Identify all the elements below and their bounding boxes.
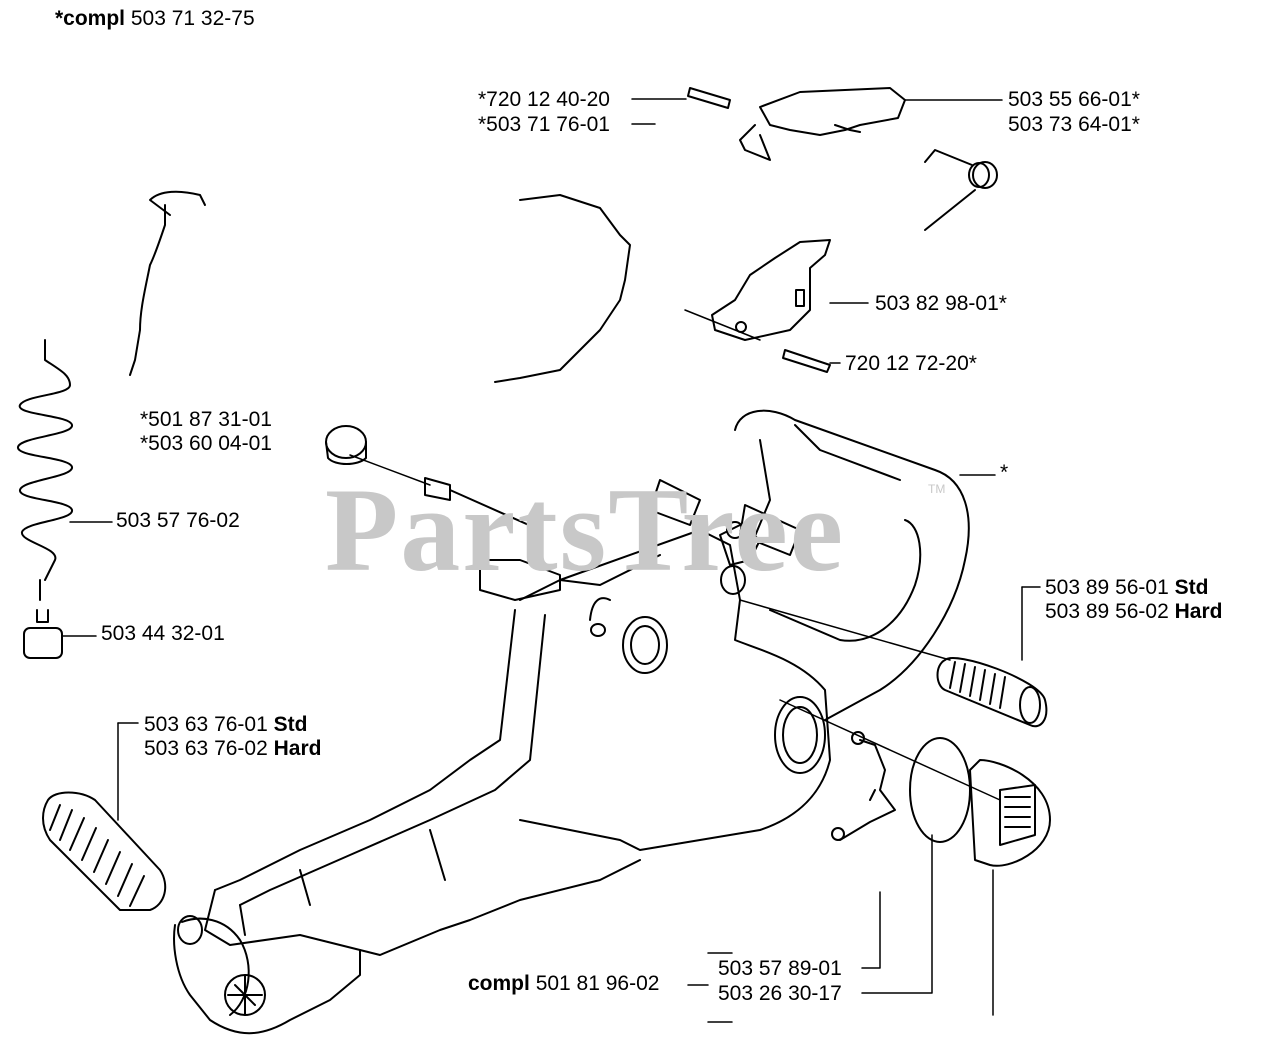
- tank-housing: [173, 409, 970, 1035]
- pin-720-12-72-20: [782, 349, 831, 373]
- label-503-55-66-01: 503 55 66-01*: [1008, 88, 1140, 111]
- label-503-63-76-01-suffix: Std: [273, 713, 308, 736]
- trigger-spring-part: [924, 149, 998, 231]
- leader-lines: [61, 98, 1041, 1023]
- header-prefix: *compl: [55, 7, 126, 30]
- label-503-89-56-02: 503 89 56-02 Hard: [1045, 600, 1222, 624]
- av-spring-front-part: [42, 791, 203, 945]
- label-compl-501-81-96-02: compl 501 81 96-02: [468, 972, 659, 996]
- label-720-12-72-20: 720 12 72-20*: [845, 352, 977, 375]
- label-compl-number: 501 81 96-02: [535, 972, 660, 995]
- header-number: 503 71 32-75: [130, 7, 255, 30]
- throttle-cable-part: [129, 190, 631, 383]
- label-503-60-04-01: *503 60 04-01: [140, 432, 272, 455]
- label-720-12-40-20: *720 12 40-20: [478, 88, 610, 111]
- watermark-tm: TM: [928, 482, 946, 496]
- header-title: *compl 503 71 32-75: [55, 7, 255, 31]
- label-503-89-56-01-number: 503 89 56-01: [1045, 576, 1169, 599]
- label-503-57-89-01: 503 57 89-01: [718, 957, 842, 980]
- bolt-part: [424, 477, 541, 531]
- label-503-89-56-02-suffix: Hard: [1174, 600, 1223, 623]
- label-503-26-30-17: 503 26 30-17: [718, 982, 842, 1005]
- label-503-63-76-01-number: 503 63 76-01: [144, 713, 268, 736]
- fuel-filter-part: [23, 609, 63, 659]
- label-star: *: [1000, 461, 1009, 484]
- label-501-87-31-01: *501 87 31-01: [140, 408, 272, 431]
- label-503-89-56-02-number: 503 89 56-02: [1045, 600, 1169, 623]
- oil-hose-coil-part: [17, 339, 73, 601]
- label-503-63-76-02-suffix: Hard: [273, 737, 322, 760]
- clutch-cover-parts: [831, 731, 1051, 867]
- label-503-89-56-01-suffix: Std: [1174, 576, 1209, 599]
- label-503-82-98-01: 503 82 98-01*: [875, 292, 1007, 315]
- watermark-text: PartsTree: [325, 463, 845, 596]
- label-503-63-76-02-number: 503 63 76-02: [144, 737, 268, 760]
- pin-720-12-40-20: [687, 87, 731, 109]
- throttle-lock-part: [711, 239, 831, 341]
- label-503-44-32-01: 503 44 32-01: [101, 622, 225, 645]
- label-503-73-64-01: 503 73 64-01*: [1008, 113, 1140, 136]
- av-spring-rear-part: [936, 657, 1048, 728]
- label-compl-prefix: compl: [468, 972, 530, 995]
- label-503-63-76-02: 503 63 76-02 Hard: [144, 737, 321, 761]
- throttle-trigger-part: [739, 87, 906, 161]
- label-503-57-76-02: 503 57 76-02: [116, 509, 240, 532]
- oil-cap-part: [325, 425, 367, 465]
- label-503-71-76-01: *503 71 76-01: [478, 113, 610, 136]
- label-503-89-56-01: 503 89 56-01 Std: [1045, 576, 1208, 600]
- label-503-63-76-01: 503 63 76-01 Std: [144, 713, 307, 737]
